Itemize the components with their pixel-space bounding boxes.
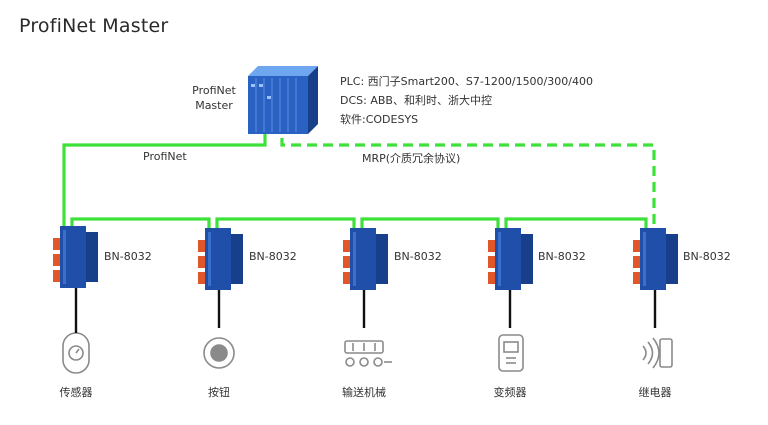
chain-line-2 <box>215 217 356 230</box>
info-software: 软件:CODESYS <box>340 113 419 126</box>
io-module <box>343 228 388 290</box>
inverter-icon <box>498 334 524 372</box>
device-icons <box>62 328 673 374</box>
network-lines <box>62 112 656 230</box>
mrp-line <box>280 122 656 228</box>
node-model-5: BN-8032 <box>683 250 731 263</box>
device-label-conveyor: 输送机械 <box>342 386 386 399</box>
node-model-2: BN-8032 <box>249 250 297 263</box>
chain-line-4 <box>504 217 648 230</box>
node-model-3: BN-8032 <box>394 250 442 263</box>
profinet-label: ProfiNet <box>143 150 187 163</box>
io-modules <box>53 226 678 290</box>
io-module <box>198 228 243 290</box>
master-label-line2: Master <box>195 99 233 112</box>
device-label-relay: 继电器 <box>638 386 672 399</box>
node-model-1: BN-8032 <box>104 250 152 263</box>
info-dcs: DCS: ABB、和利时、浙大中控 <box>340 94 492 107</box>
relay-icon <box>642 337 673 369</box>
mrp-label: MRP(介质冗余协议) <box>362 152 461 165</box>
device-label-sensor: 传感器 <box>59 386 93 399</box>
device-label-button: 按钮 <box>208 386 230 399</box>
master-label-line1: ProfiNet <box>192 84 236 97</box>
sensor-icon <box>62 328 90 374</box>
chain-line-1 <box>70 217 211 230</box>
conveyor-icon <box>344 340 392 367</box>
node-model-4: BN-8032 <box>538 250 586 263</box>
device-label-inverter: 变频器 <box>493 386 527 399</box>
io-module <box>53 226 98 288</box>
io-module <box>488 228 533 290</box>
chain-line-3 <box>360 217 500 230</box>
master-info: PLC: 西门子Smart200、S7-1200/1500/300/400 DC… <box>340 72 593 129</box>
master-plc <box>248 66 318 134</box>
master-label: ProfiNet Master <box>183 83 245 113</box>
page-title: ProfiNet Master <box>19 15 169 37</box>
io-module <box>633 228 678 290</box>
button-icon <box>203 337 235 369</box>
drop-cables <box>74 288 657 328</box>
info-plc: PLC: 西门子Smart200、S7-1200/1500/300/400 <box>340 75 593 88</box>
profinet-line <box>62 112 267 228</box>
